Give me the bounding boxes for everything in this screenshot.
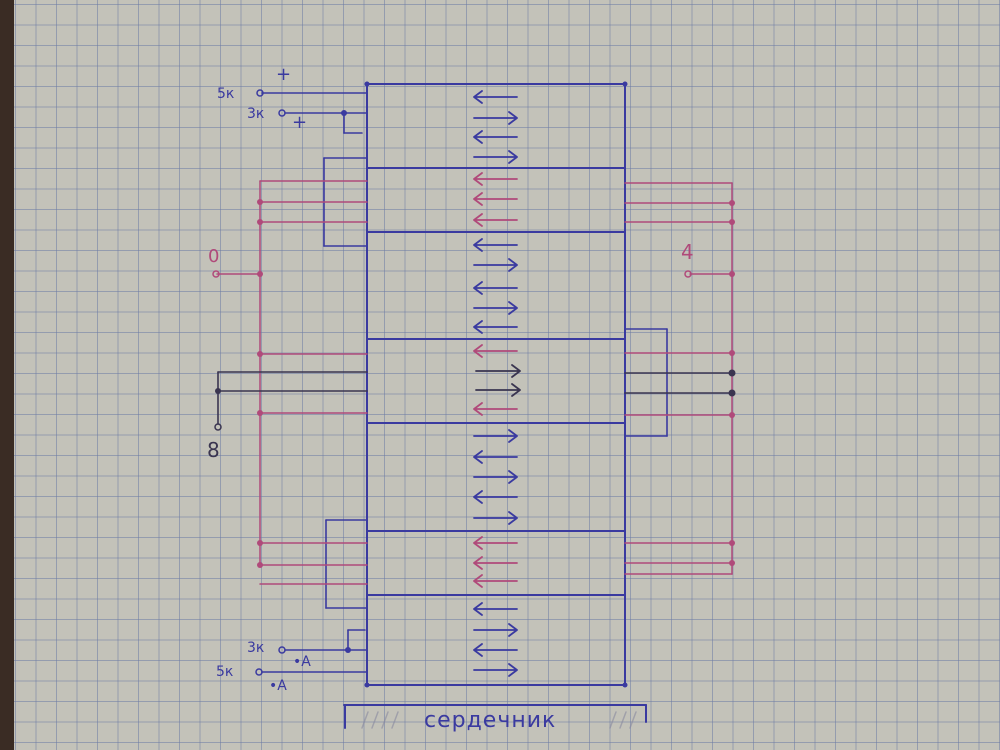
table-edge <box>0 0 14 750</box>
terminal-3k-bottom <box>278 646 286 654</box>
label-terminal-4: 4 <box>681 240 694 264</box>
terminal-4 <box>684 270 692 278</box>
label-5k-top: 5к <box>217 86 235 102</box>
terminal-3k-top <box>278 109 286 117</box>
label-3k-bottom: 3к <box>247 640 265 656</box>
terminal-8 <box>214 423 222 431</box>
terminal-5k-top <box>256 89 264 97</box>
label-terminal-8: 8 <box>207 438 220 462</box>
top-terminal-wires <box>261 92 668 673</box>
label-terminal-0: 0 <box>208 246 220 267</box>
core-hatching <box>361 711 637 729</box>
polarity-plus-3k: + <box>292 112 308 133</box>
label-3k-top: 3к <box>247 106 265 122</box>
core-bracket <box>343 704 647 729</box>
terminal-5k-bottom <box>255 668 263 676</box>
marker-a-3k: •A <box>293 654 311 670</box>
pink-wires-right <box>624 182 733 575</box>
marker-a-5k: •A <box>269 678 287 694</box>
polarity-plus-5k: + <box>276 64 292 85</box>
terminal-0 <box>212 270 220 278</box>
core-label: сердечник <box>424 708 557 733</box>
dark-wires <box>217 371 733 425</box>
core-outline <box>366 83 626 686</box>
winding-arrows <box>473 90 521 677</box>
label-5k-bottom: 5к <box>216 664 234 680</box>
graph-paper-background <box>12 0 1000 750</box>
pink-wires-left <box>216 180 368 585</box>
